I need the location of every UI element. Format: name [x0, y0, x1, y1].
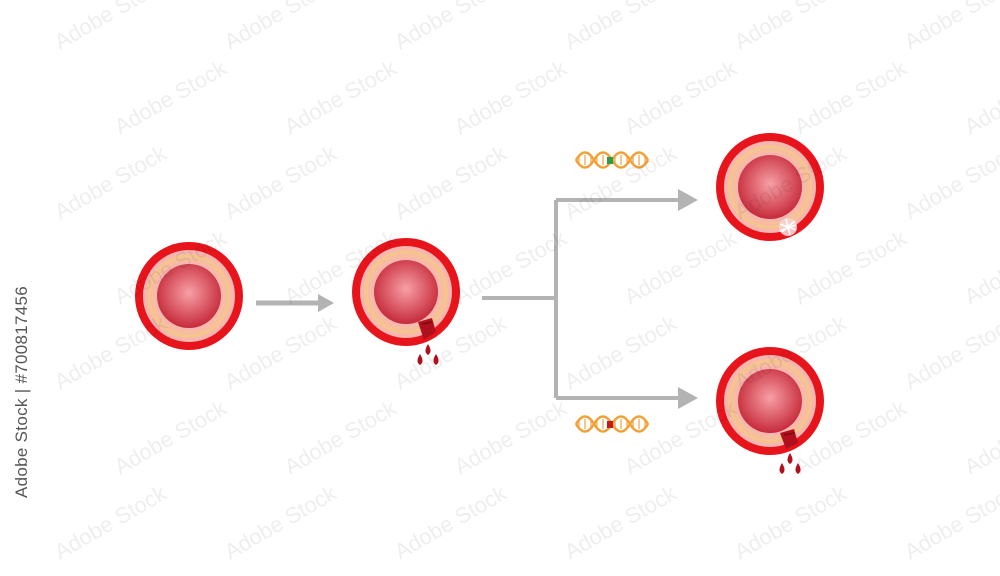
watermark-text: Adobe Stock: [900, 310, 1000, 395]
watermark-text: Adobe Stock: [450, 55, 571, 140]
vessel-still-bleeding: [716, 347, 824, 474]
watermark-text: Adobe Stock: [450, 395, 571, 480]
watermark-text: Adobe Stock: [790, 55, 911, 140]
arrow-to-bleeding: [678, 387, 698, 409]
stock-id-watermark: Adobe Stock | #700817456: [12, 285, 31, 499]
vessel-wound: [418, 318, 436, 340]
dna-mark-normal: [607, 157, 613, 164]
watermark-text: Adobe Stock: [790, 225, 911, 310]
watermark-text: Adobe Stock: [50, 0, 171, 54]
watermark-text: Adobe Stock: [50, 480, 171, 565]
watermark-text: Adobe Stock: [50, 310, 171, 395]
watermark-text: Adobe Stock: [220, 310, 341, 395]
dna-normal: [574, 151, 650, 169]
branch-connector: [482, 189, 698, 409]
watermark-text: Adobe Stock: [960, 225, 1000, 310]
watermark-text: Adobe Stock: [50, 140, 171, 225]
vessel-injured: [352, 238, 460, 365]
arrow-to-healed: [678, 189, 698, 211]
vessel-wound: [780, 429, 798, 449]
watermark-text: Adobe Stock: [110, 395, 231, 480]
vessel-healed: [716, 133, 824, 241]
watermark-text: Adobe Stock: [730, 480, 851, 565]
watermark-text: Adobe Stock: [900, 480, 1000, 565]
watermark-text: Adobe Stock: [390, 140, 511, 225]
blood-drops: [779, 453, 801, 474]
blood-drops: [417, 344, 439, 365]
arrow-to-injury: [256, 294, 334, 312]
watermark-text: Adobe Stock: [560, 480, 681, 565]
watermark-text: Adobe Stock: [390, 0, 511, 54]
watermark-text: Adobe Stock: [280, 395, 401, 480]
watermark-text: Adobe Stock: [220, 140, 341, 225]
watermark-text: Adobe Stock: [620, 55, 741, 140]
watermark-text: Adobe Stock: [110, 55, 231, 140]
dna-mark-mutant: [607, 421, 613, 428]
watermark-text: Adobe Stock: [560, 310, 681, 395]
watermark-text: Adobe Stock: [280, 55, 401, 140]
watermark-text: Adobe Stock: [560, 0, 681, 54]
dna-mutant: [574, 415, 650, 433]
watermark-text: Adobe Stock: [900, 0, 1000, 54]
watermark-text: Adobe Stock: [390, 480, 511, 565]
watermark-text: Adobe Stock: [220, 0, 341, 54]
watermark-text: Adobe Stock: [960, 395, 1000, 480]
fibrin-clot: [779, 218, 797, 236]
watermark-text: Adobe Stock: [730, 0, 851, 54]
watermark-text: Adobe Stock: [220, 480, 341, 565]
watermark-text: Adobe Stock: [620, 225, 741, 310]
watermark-text: Adobe Stock: [960, 55, 1000, 140]
watermark-text: Adobe Stock: [900, 140, 1000, 225]
vessel-intact: [135, 242, 243, 350]
